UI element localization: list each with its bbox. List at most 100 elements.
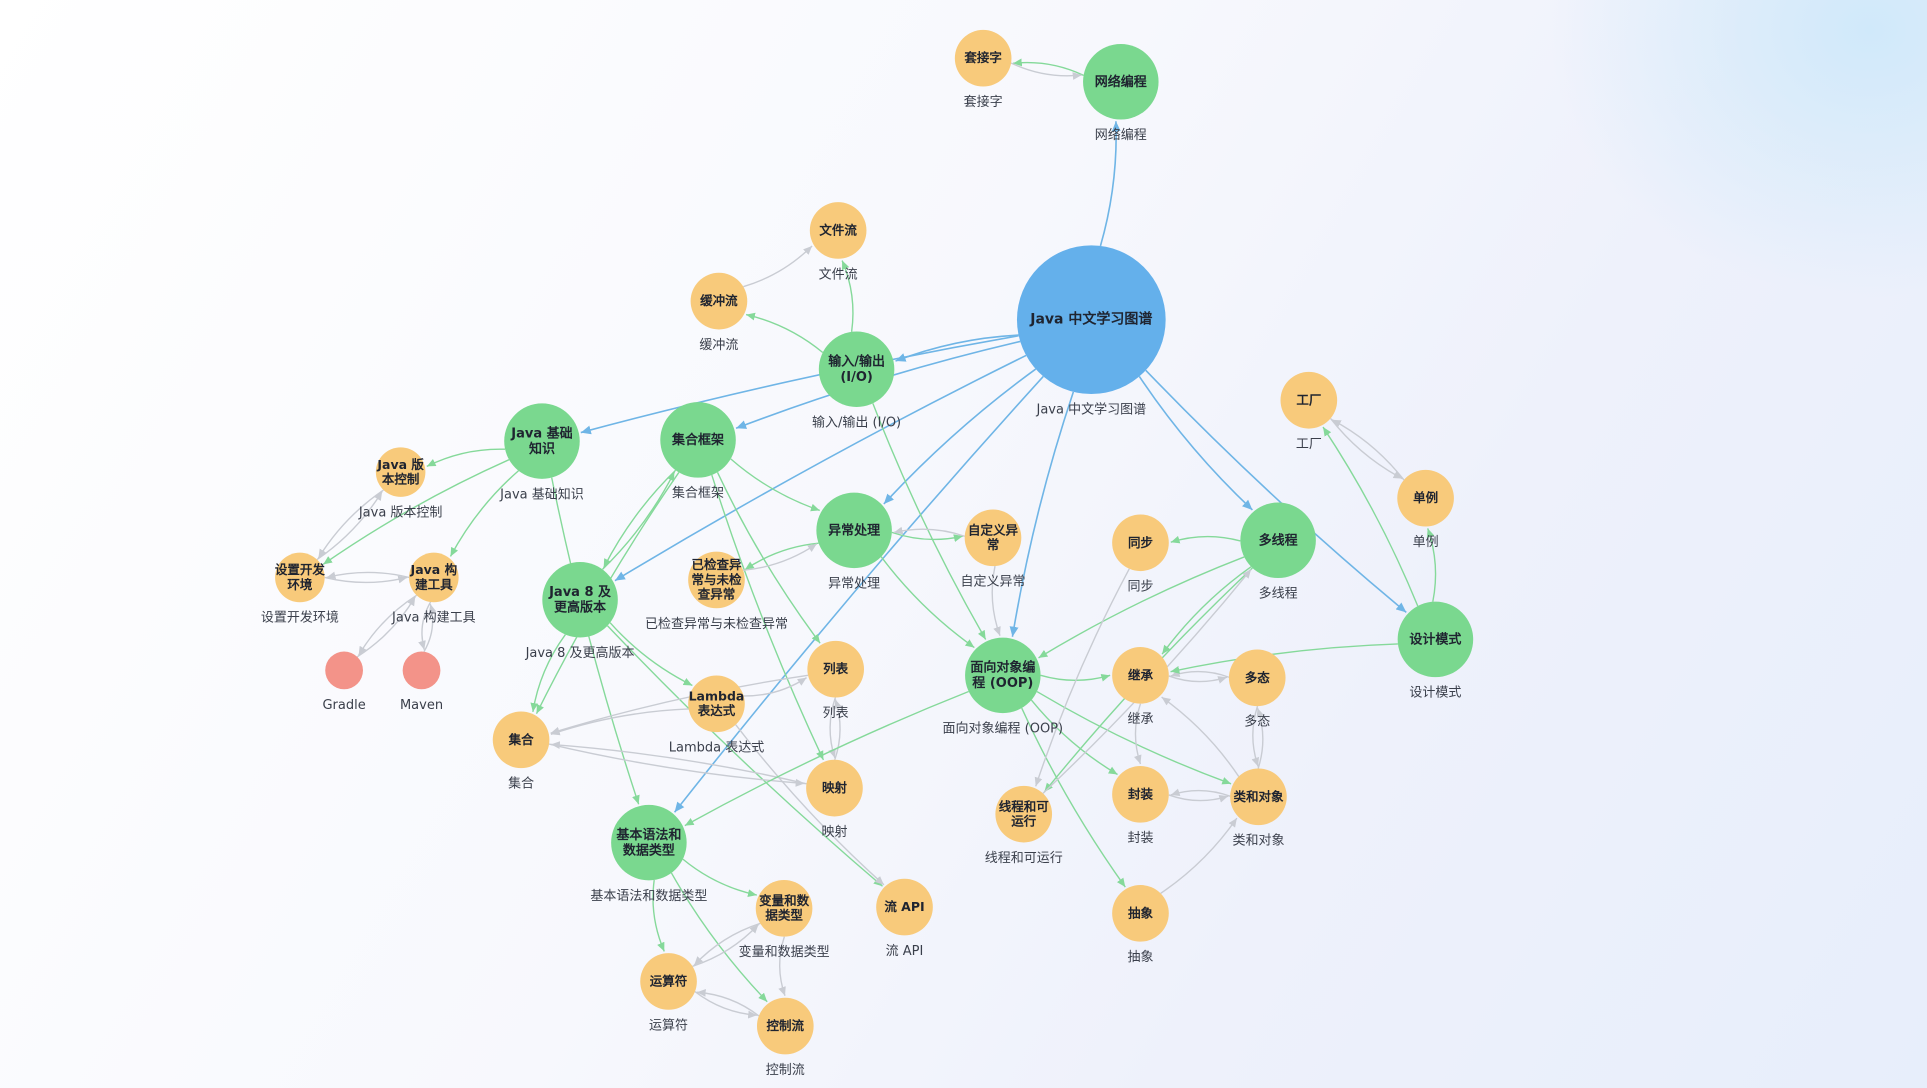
node-gradle-circle[interactable] — [325, 651, 363, 690]
edge-map-to-set — [550, 741, 807, 785]
node-basics-caption: Java 基础知识 — [499, 486, 584, 502]
node-encap-circle[interactable] — [1112, 765, 1169, 823]
edge-root-to-exceptions — [883, 368, 1037, 505]
node-maven[interactable]: Maven — [400, 651, 443, 713]
edge-operators-to-vars — [692, 924, 759, 967]
edge-buildtools-to-setupenv — [326, 571, 410, 580]
node-gradle[interactable]: Gradle — [322, 651, 366, 713]
node-patterns-circle[interactable] — [1397, 601, 1474, 678]
node-vars-circle[interactable] — [755, 879, 813, 937]
node-lambda-circle[interactable] — [688, 675, 745, 733]
node-syntax-circle[interactable] — [611, 804, 687, 881]
edge-oop-to-abstract — [1021, 707, 1126, 888]
node-operators-circle[interactable] — [640, 953, 697, 1010]
node-customex-circle[interactable] — [964, 509, 1022, 567]
node-controlflow-circle[interactable] — [756, 997, 814, 1055]
node-list-circle[interactable] — [807, 640, 865, 698]
node-version-circle[interactable] — [375, 447, 426, 497]
node-oop[interactable]: 面向对象编程 (OOP)面向对象编程 (OOP) — [943, 637, 1064, 737]
node-network-caption: 网络编程 — [1095, 127, 1147, 143]
node-io-circle[interactable] — [818, 331, 895, 408]
node-poly-caption: 多态 — [1244, 714, 1270, 730]
edge-oop-to-syntax — [684, 690, 969, 827]
node-threads-circle[interactable] — [1240, 502, 1316, 579]
edge-oop-to-classobj — [1036, 690, 1232, 785]
node-basics-circle[interactable] — [504, 403, 580, 479]
node-buildtools-circle[interactable] — [409, 552, 459, 603]
node-classobj-circle[interactable] — [1230, 768, 1287, 826]
edge-bufstream-to-filestream — [743, 245, 813, 288]
node-collections-circle[interactable] — [660, 402, 736, 478]
node-map-circle[interactable] — [806, 759, 863, 817]
node-inherit-circle[interactable] — [1112, 647, 1169, 704]
node-setupenv-circle[interactable] — [275, 552, 325, 603]
node-syntax-caption: 基本语法和数据类型 — [590, 889, 707, 904]
edge-set-to-map — [548, 743, 805, 787]
node-poly-circle[interactable] — [1228, 649, 1286, 707]
edge-collections-to-java8 — [603, 469, 677, 569]
edge-lambda-to-list — [743, 677, 807, 697]
node-oop-circle[interactable] — [965, 637, 1041, 714]
edge-syntax-to-operators — [652, 879, 665, 952]
edge-root-to-java8 — [614, 354, 1027, 582]
node-oop-caption: 面向对象编程 (OOP) — [943, 721, 1064, 737]
node-singleton-circle[interactable] — [1397, 469, 1454, 527]
node-java8-circle[interactable] — [542, 562, 618, 638]
node-exceptions-circle[interactable] — [816, 492, 892, 569]
node-filestream-caption: 文件流 — [819, 267, 858, 282]
node-network-circle[interactable] — [1083, 44, 1159, 120]
node-io[interactable]: 输入/输出(I/O)输入/输出 (I/O) — [812, 331, 901, 431]
edge-patterns-to-singleton — [1426, 528, 1437, 602]
node-bufstream-circle[interactable] — [690, 272, 748, 330]
node-runnable-circle[interactable] — [995, 785, 1053, 843]
node-abstract-circle[interactable] — [1112, 884, 1169, 942]
edge-java8-to-lambda — [609, 622, 693, 687]
edge-gradle-to-buildtools — [356, 596, 416, 658]
edge-syntax-to-controlflow — [670, 872, 768, 1003]
edge-java8-to-collections — [602, 471, 676, 570]
node-checkedex-circle[interactable] — [688, 551, 745, 609]
node-factory-circle[interactable] — [1280, 371, 1338, 429]
edge-threads-to-oop — [1038, 556, 1245, 659]
node-sync-circle[interactable] — [1112, 514, 1169, 572]
edge-inherit-to-encap — [1133, 703, 1142, 765]
edge-vars-to-controlflow — [778, 936, 786, 996]
node-maven-circle[interactable] — [402, 651, 441, 690]
node-streamapi-circle[interactable] — [876, 878, 933, 936]
node-set-circle[interactable] — [492, 711, 550, 769]
node-socket-circle[interactable] — [954, 29, 1012, 87]
node-filestream-circle[interactable] — [809, 202, 867, 259]
edge-basics-to-buildtools — [449, 470, 519, 557]
edge-collections-to-list — [716, 471, 821, 644]
node-root-circle[interactable] — [1016, 245, 1166, 395]
